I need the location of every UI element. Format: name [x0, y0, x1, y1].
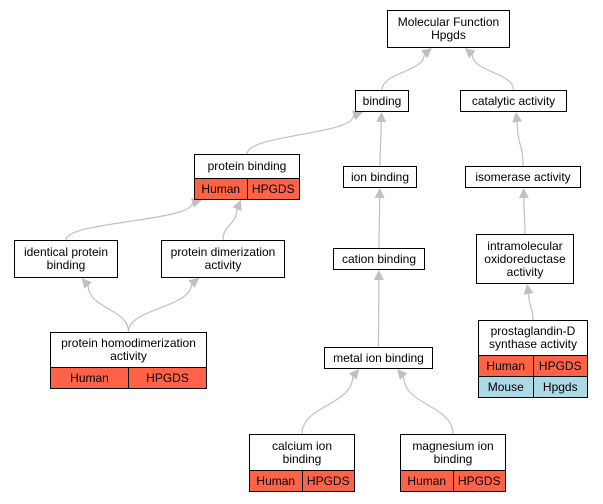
node-label: catalytic activity	[471, 93, 556, 108]
node-label: magnesium ion binding	[412, 438, 494, 466]
edge-calcium-to-metal	[301, 376, 354, 435]
arrowhead	[523, 284, 534, 295]
arrowhead	[374, 188, 385, 199]
node-label: intramolecular oxidoreductase activity	[484, 238, 566, 279]
species-cell: Mouse	[487, 380, 524, 394]
node-label: binding	[362, 93, 402, 108]
annotation-row-human: Human HPGDS	[401, 470, 505, 491]
gene-cell: HPGDS	[532, 356, 588, 376]
arrowhead	[373, 270, 384, 281]
edge-dimerization-to-protein_binding	[222, 209, 238, 241]
edge-intramolecular-to-isomerase	[523, 197, 526, 235]
edge-isomerase-to-catalytic	[516, 121, 524, 167]
edge-magnesium-to-metal	[403, 376, 454, 435]
node-cation-binding[interactable]: cation binding	[333, 248, 425, 270]
gene-cell: HPGDS	[452, 471, 506, 491]
edge-catalytic-to-mf	[471, 54, 515, 91]
arrowhead	[512, 112, 523, 123]
annotation-row-human: Human HPGDS	[479, 355, 587, 376]
node-binding[interactable]: binding	[355, 90, 409, 112]
annotation-row-human: Human HPGDS	[250, 470, 354, 491]
node-magnesium-ion-binding[interactable]: magnesium ion binding Human HPGDS	[400, 434, 506, 492]
species-cell: Human	[256, 474, 296, 488]
node-label: identical protein binding	[23, 245, 109, 272]
node-protein-homodimerization-activity[interactable]: protein homodimerization activity Human …	[50, 332, 207, 389]
node-catalytic-activity[interactable]: catalytic activity	[460, 90, 567, 112]
arrowhead	[376, 112, 387, 123]
edge-cation-to-ion_binding	[378, 197, 381, 249]
node-metal-ion-binding[interactable]: metal ion binding	[324, 347, 433, 369]
species-cell: Human	[407, 474, 447, 488]
annotation-row-human: Human HPGDS	[195, 178, 299, 199]
arrowhead	[232, 200, 242, 212]
arrowhead	[190, 198, 202, 208]
node-prostaglandin-d-synthase-activity[interactable]: prostaglandin-D synthase activity Human …	[478, 320, 588, 398]
gene-cell: HPGDS	[128, 368, 206, 388]
gene-cell: Hpgds	[532, 377, 588, 397]
node-label: protein homodimerization activity	[61, 336, 196, 363]
edge-ion_binding-to-binding	[379, 121, 382, 167]
edge-homodimerization-to-identical	[87, 285, 130, 333]
annotation-row-human: Human HPGDS	[51, 367, 206, 388]
edge-pgds-to-intramolecular	[528, 293, 534, 321]
arrowhead	[464, 48, 476, 59]
node-ion-binding[interactable]: ion binding	[343, 166, 417, 188]
species-cell: Human	[70, 371, 109, 385]
node-molecular-function[interactable]: Molecular Function Hpgds	[387, 10, 510, 48]
node-calcium-ion-binding[interactable]: calcium ion binding Human HPGDS	[249, 434, 355, 492]
edge-homodimerization-to-dimerization	[127, 283, 193, 333]
node-label: isomerase activity	[475, 169, 571, 184]
node-label: calcium ion binding	[271, 438, 333, 466]
arrowhead	[349, 369, 360, 380]
node-protein-binding[interactable]: protein binding Human HPGDS	[194, 154, 300, 200]
arrowhead	[518, 188, 529, 199]
node-isomerase-activity[interactable]: isomerase activity	[465, 166, 581, 188]
node-identical-protein-binding[interactable]: identical protein binding	[14, 240, 118, 278]
arrowhead	[81, 278, 92, 289]
edge-protein_binding-to-binding	[246, 115, 355, 155]
arrowhead	[351, 110, 363, 121]
annotation-row-mouse: Mouse Hpgds	[479, 376, 587, 397]
node-label: ion binding	[350, 169, 410, 184]
node-label: protein binding	[207, 159, 287, 173]
edge-identical-to-protein_binding	[65, 202, 194, 241]
node-label: metal ion binding	[333, 350, 424, 365]
species-cell: Human	[486, 359, 526, 373]
gene-cell: HPGDS	[301, 471, 355, 491]
node-label: prostaglandin-D synthase activity	[488, 324, 578, 351]
node-intramolecular-oxidoreductase-activity[interactable]: intramolecular oxidoreductase activity	[476, 234, 574, 284]
node-label: Molecular Function Hpgds	[397, 15, 500, 42]
arrowhead	[188, 278, 200, 289]
node-label: protein dimerization activity	[170, 245, 276, 272]
gene-cell: HPGDS	[246, 179, 300, 199]
node-protein-dimerization-activity[interactable]: protein dimerization activity	[161, 240, 285, 278]
arrowhead	[397, 369, 408, 380]
species-cell: Human	[201, 182, 241, 196]
node-label: cation binding	[341, 251, 417, 266]
edge-binding-to-mf	[381, 54, 425, 91]
arrowhead	[421, 48, 432, 59]
